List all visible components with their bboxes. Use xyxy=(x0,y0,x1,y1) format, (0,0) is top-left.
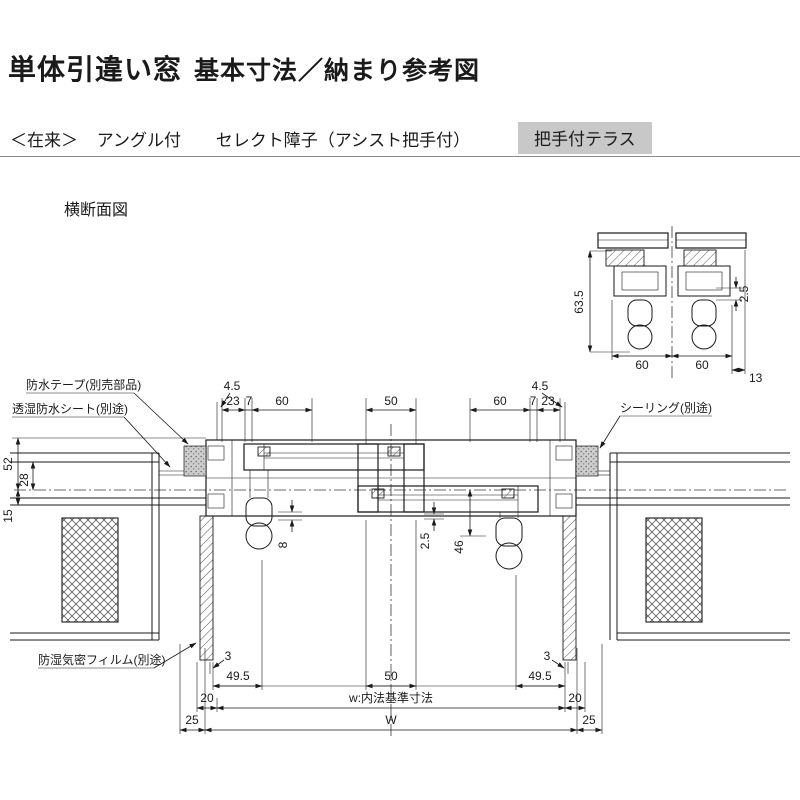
dim-detail-60-right: 60 xyxy=(695,358,709,372)
header-divider xyxy=(0,156,800,157)
assist-handle-interior xyxy=(495,512,523,570)
dim-top-4-5-right: 4.5 xyxy=(532,379,549,393)
spec-variant: ＜在来＞ xyxy=(10,131,78,150)
page-title-main: 単体引違い窓 xyxy=(8,54,183,85)
dim-top-23-left: 23 xyxy=(226,394,240,408)
casing-left xyxy=(199,515,214,661)
sealing-block-left xyxy=(183,445,207,477)
dim-top-23-right: 23 xyxy=(541,394,555,408)
detail-assist-handle-right xyxy=(691,299,717,350)
dim-bottom-49-5-left: 49.5 xyxy=(226,669,250,683)
dim-top-60-left: 60 xyxy=(275,394,289,408)
exterior-sash xyxy=(243,443,425,550)
page-title-sub: 基本寸法／納まり参考図 xyxy=(194,57,481,85)
detail-hatched-block-right xyxy=(683,249,717,267)
dim-bottom-49-5-right: 49.5 xyxy=(528,669,552,683)
dim-mid-2-5: 2.5 xyxy=(418,532,432,549)
spec-option-shoji: セレクト障子（アシスト把手付） xyxy=(215,131,471,150)
dim-detail-63-5: 63.5 xyxy=(572,290,586,314)
detail-view-meeting-stile: 63.5 2.5 60 60 13 xyxy=(572,226,763,385)
dim-bottom-W: W xyxy=(385,713,397,727)
dim-left-52: 52 xyxy=(1,457,15,471)
dim-mid-8: 8 xyxy=(276,541,290,548)
spec-option-angle: アングル付 xyxy=(96,131,182,150)
dim-bottom-20-right: 20 xyxy=(568,691,582,705)
dim-top-7-right: 7 xyxy=(530,394,537,408)
dim-left-15: 15 xyxy=(1,509,15,523)
detail-hatched-block-left xyxy=(605,249,645,267)
sealing-block-right xyxy=(575,445,599,477)
wall-stud-right xyxy=(645,517,703,623)
dimensions-left: 52 28 15 xyxy=(1,437,206,523)
dim-top-4-5-left: 4.5 xyxy=(224,379,241,393)
window-frame xyxy=(183,439,599,517)
label-moisture-barrier-film: 防湿気密フィルム(別途) xyxy=(38,652,166,667)
dim-detail-13: 13 xyxy=(749,371,763,385)
spec-badge-terrace: 把手付テラス xyxy=(518,122,652,154)
label-sealing: シーリング(別途) xyxy=(620,400,712,415)
detail-dimensions: 63.5 2.5 60 60 13 xyxy=(572,250,763,385)
dim-mid-46: 46 xyxy=(452,540,466,554)
wall-right xyxy=(576,452,790,641)
interior-sash xyxy=(357,443,539,570)
dim-bottom-50: 50 xyxy=(384,669,398,683)
label-waterproof-tape: 防水テープ(別売部品) xyxy=(26,377,141,392)
dim-top-60-right: 60 xyxy=(493,394,507,408)
dim-bottom-20-left: 20 xyxy=(200,691,214,705)
dim-detail-60-left: 60 xyxy=(635,358,649,372)
dim-bottom-25-right: 25 xyxy=(582,713,596,727)
dim-bottom-3-right: 3 xyxy=(544,649,551,663)
detail-assist-handle-left xyxy=(627,299,653,350)
wall-stud-left xyxy=(61,517,119,623)
page-title: 単体引違い窓基本寸法／納まり参考図 xyxy=(8,48,480,88)
dim-left-28: 28 xyxy=(17,473,31,487)
annotation-leaders: 防水テープ(別売部品) 透湿防水シート(別途) シーリング(別途) 防湿気密フィ… xyxy=(12,377,712,669)
dimensions-top: 4.5 23 7 60 50 60 7 23 4.5 xyxy=(216,379,566,444)
section-label-cross-section: 横断面図 xyxy=(64,202,129,219)
dim-top-50: 50 xyxy=(384,394,398,408)
dim-bottom-25-left: 25 xyxy=(185,713,199,727)
dim-bottom-w-label: w:内法基準寸法 xyxy=(348,690,433,705)
assist-handle-exterior xyxy=(245,470,273,550)
label-breathable-sheet: 透湿防水シート(別途) xyxy=(12,401,128,416)
dimensions-bottom: 3 3 49.5 50 49.5 20 w:内法基準寸法 20 25 xyxy=(179,520,603,734)
dim-bottom-3-left: 3 xyxy=(225,649,232,663)
meeting-stile-interior xyxy=(357,443,379,513)
casing-right xyxy=(562,515,577,661)
dimensions-middle: 8 2.5 46 xyxy=(276,489,486,554)
spec-row: ＜在来＞ アングル付 セレクト障子（アシスト把手付） xyxy=(10,126,470,151)
dim-top-7-left: 7 xyxy=(246,394,253,408)
dim-detail-2-5: 2.5 xyxy=(737,285,751,302)
wall-left xyxy=(10,452,206,641)
